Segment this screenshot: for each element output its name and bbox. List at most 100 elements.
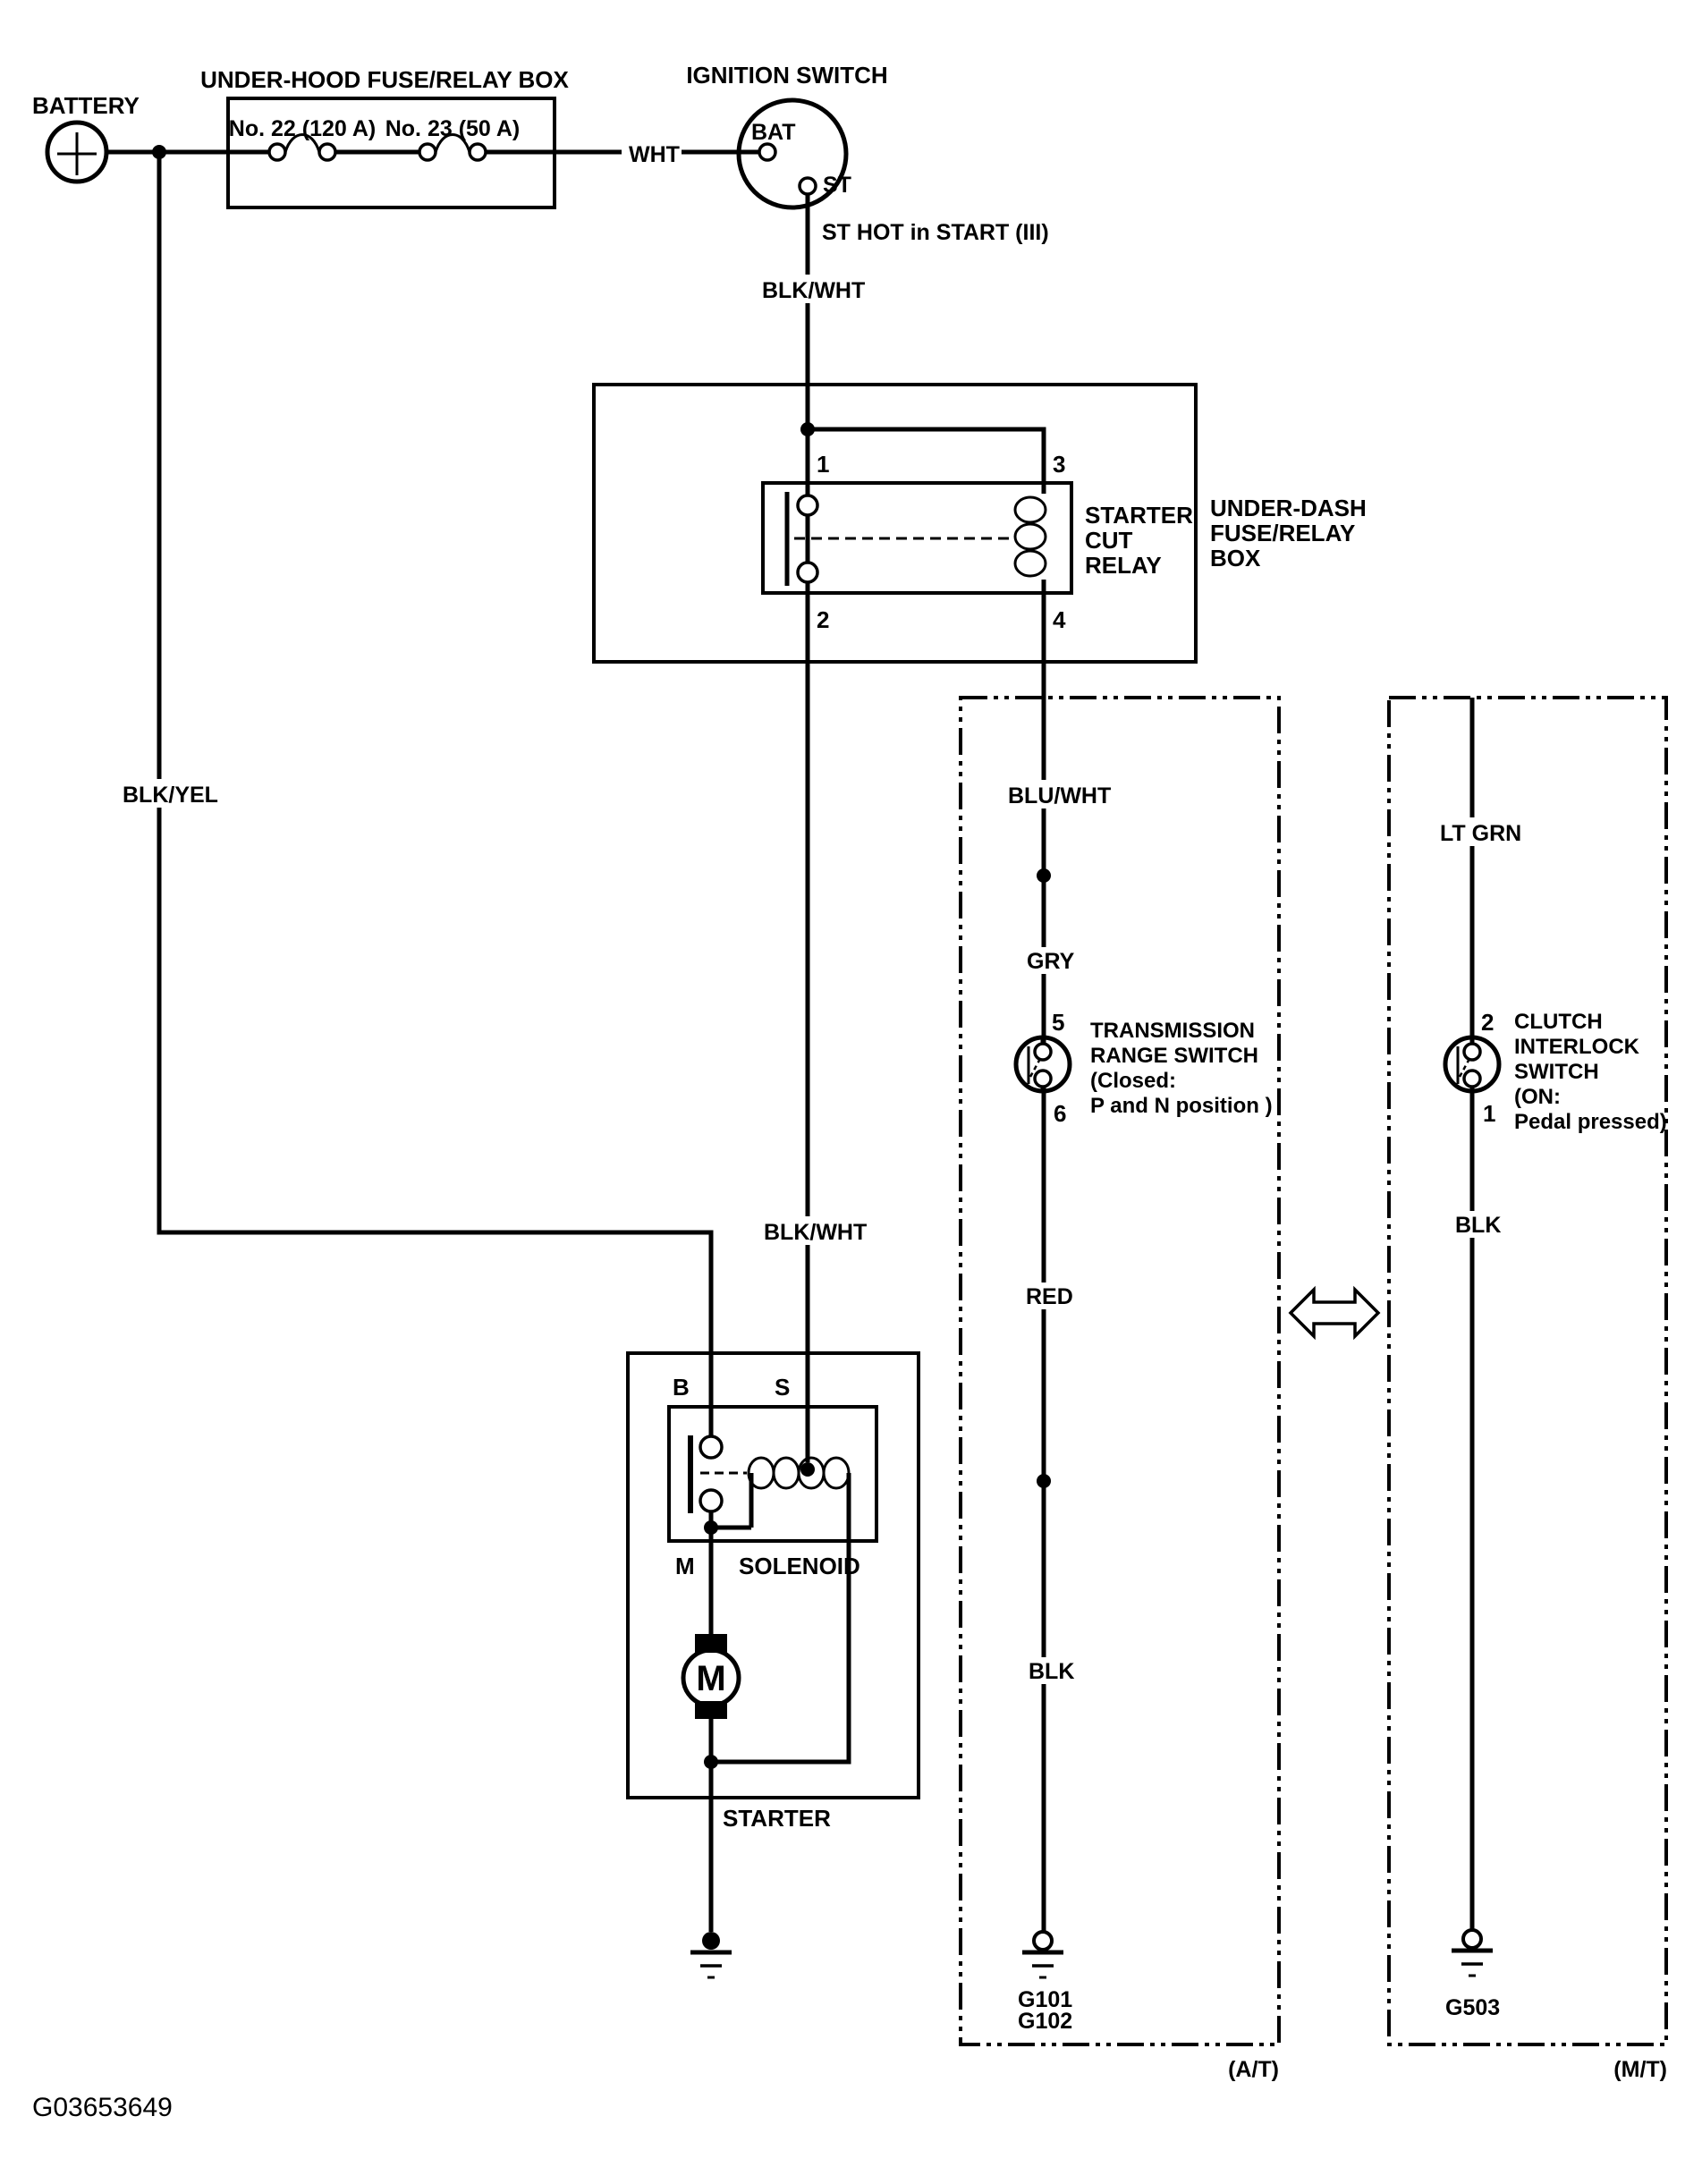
fuse-23-label: No. 23 (50 A) — [385, 116, 521, 141]
st-terminal — [798, 176, 817, 196]
blk-yel-wire — [157, 152, 714, 1436]
relay-coil-branch-wire — [808, 427, 1046, 1932]
solenoid-contact-top — [699, 1435, 724, 1460]
trs-label-line1: TRANSMISSION — [1090, 1019, 1255, 1043]
relay-pin-4: 4 — [1053, 606, 1066, 633]
trs-label-line4: P and N position ) — [1090, 1094, 1273, 1118]
junction-dot — [800, 422, 815, 436]
ground-terminal-icon — [1032, 1930, 1054, 1951]
switch-terminal-6 — [1033, 1069, 1053, 1088]
junction-dot — [1037, 868, 1051, 883]
g102-label: G102 — [1018, 2009, 1072, 2034]
starter-internal-wires — [708, 1473, 851, 1932]
st-hot-note: ST HOT in START (III) — [822, 220, 1049, 245]
fuse-22-terminal-right — [318, 142, 337, 162]
starter-s-terminal-label: S — [775, 1374, 790, 1401]
diagram-code: G03653649 — [32, 2093, 173, 2122]
starter-label: STARTER — [723, 1805, 831, 1832]
clutch-label-line3: SWITCH — [1514, 1060, 1599, 1084]
ground-terminal-icon — [1461, 1928, 1483, 1950]
ground-terminal-icon — [702, 1932, 720, 1950]
junction-dot — [704, 1755, 718, 1769]
battery-symbol — [45, 120, 109, 184]
relay-pin-2: 2 — [817, 606, 829, 633]
ignition-switch: IGNITION SWITCH BAT ST ST HOT in START (… — [686, 62, 1048, 245]
underdash-box-label-line2: FUSE/RELAY — [1210, 520, 1355, 546]
coil-loop — [1013, 522, 1047, 551]
trs-pin-5: 5 — [1052, 1009, 1064, 1036]
transmission-range-switch: 5 6 — [1013, 1009, 1072, 1127]
wht-label-group: WHT — [624, 139, 680, 167]
starter-b-terminal-label: B — [673, 1374, 690, 1401]
blk-yel-label: BLK/YEL — [123, 783, 218, 808]
label-mask — [758, 275, 850, 303]
fuse-23-terminal-left — [418, 142, 437, 162]
fuse-22-terminal-left — [267, 142, 287, 162]
clutch-interlock-switch: 2 1 — [1443, 1009, 1502, 1127]
junction-dot — [800, 1462, 815, 1477]
underdash-box-label-line1: UNDER-DASH — [1210, 495, 1367, 521]
wires — [106, 149, 1475, 1932]
switch-terminal-2 — [1462, 1042, 1482, 1062]
coil-loop — [772, 1456, 800, 1490]
switch-terminal-1 — [1462, 1069, 1482, 1088]
ignition-switch-title: IGNITION SWITCH — [686, 62, 887, 89]
junction-dot — [152, 145, 166, 159]
fuse-22-arc — [284, 133, 321, 153]
bat-terminal-label: BAT — [751, 120, 796, 145]
coil-loop — [1013, 495, 1047, 524]
blk-at-label: BLK — [1029, 1659, 1074, 1684]
battery-label: BATTERY — [32, 92, 140, 119]
solenoid-box-outline — [667, 1405, 878, 1543]
coil-loop — [822, 1456, 851, 1490]
junction-dot — [1037, 1474, 1051, 1488]
relay-contact-top — [796, 494, 819, 517]
label-mask — [1003, 780, 1095, 808]
solenoid-coil — [747, 1456, 851, 1490]
st-terminal-label: ST — [823, 173, 851, 198]
label-mask — [1436, 817, 1511, 846]
trs-label-line2: RANGE SWITCH — [1090, 1044, 1258, 1068]
trs-pin-6: 6 — [1054, 1100, 1066, 1127]
wht-wire-label: WHT — [629, 142, 680, 167]
underdash-box-label-line3: BOX — [1210, 545, 1261, 571]
clutch-pin-1: 1 — [1483, 1100, 1495, 1127]
switch-blade-dashed — [1029, 1056, 1043, 1078]
blk-mt-label: BLK — [1455, 1213, 1501, 1238]
underhood-box-title: UNDER-HOOD FUSE/RELAY BOX — [200, 66, 569, 93]
at-ground: G101 G102 — [1018, 1930, 1072, 2034]
battery: BATTERY — [32, 92, 166, 184]
mt-variant-label: (M/T) — [1613, 2057, 1667, 2082]
underhood-fuse-relay-box: UNDER-HOOD FUSE/RELAY BOX No. 22 (120 A)… — [200, 66, 570, 209]
blk-wht-upper-label-group: BLK/WHT — [758, 275, 865, 303]
lt-grn-label: LT GRN — [1440, 821, 1521, 846]
red-label: RED — [1026, 1284, 1073, 1309]
at-dashed-box — [959, 696, 1281, 2046]
clutch-pin-2: 2 — [1481, 1009, 1494, 1036]
mt-ground: G503 — [1445, 1928, 1500, 2020]
label-mask — [624, 139, 680, 167]
solenoid-contact-bottom — [699, 1488, 724, 1513]
starter-box-outline — [626, 1351, 920, 1799]
starter-cut-relay-outline — [761, 481, 1073, 595]
g101-label: G101 — [1018, 1987, 1072, 2012]
switch-terminal-5 — [1033, 1042, 1053, 1062]
relay-pin-1: 1 — [817, 451, 829, 478]
junction-dot — [704, 1520, 718, 1535]
at-branch: BLU/WHT GRY 5 6 TRANSMISSION RANGE SWITC… — [959, 696, 1281, 2082]
starter-ground — [690, 1932, 732, 1979]
fuse-22-label: No. 22 (120 A) — [229, 116, 376, 141]
starter-cut-relay-label-line2: CUT — [1085, 527, 1133, 554]
motor-brush-bottom — [695, 1701, 727, 1719]
coil-loop — [1013, 549, 1047, 578]
relay-coil — [1013, 495, 1047, 578]
blk-wht-lower-label: BLK/WHT — [764, 1220, 867, 1245]
starter-cut-relay-label-line3: RELAY — [1085, 552, 1162, 579]
blk-yel-label-group: BLK/YEL — [118, 779, 218, 808]
mt-dashed-box — [1387, 696, 1668, 2046]
at-variant-label: (A/T) — [1228, 2057, 1279, 2082]
blk-wht-upper-label: BLK/WHT — [762, 278, 865, 303]
solenoid-m-terminal-label: M — [675, 1553, 695, 1579]
